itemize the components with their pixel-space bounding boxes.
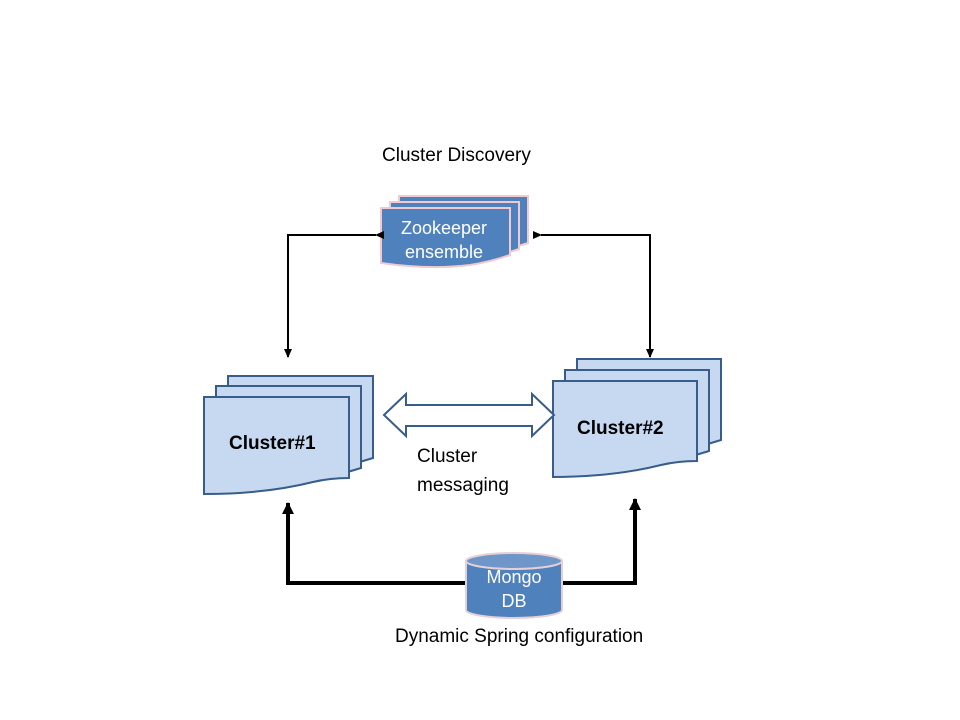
cluster-messaging-label-line2: messaging [417,475,509,496]
config-connector-cluster1 [282,502,466,585]
mongodb-label-line2: DB [501,591,527,611]
cluster1-label: Cluster#1 [229,433,316,454]
dynamic-spring-configuration-caption: Dynamic Spring configuration [395,626,644,647]
discovery-connector-cluster1 [284,231,384,358]
cluster-messaging-label: Cluster messaging [417,442,509,500]
zookeeper-ensemble-node [380,195,529,269]
cluster2-label: Cluster#2 [577,418,664,439]
cluster1-node [203,375,374,496]
discovery-connector-cluster2 [533,231,654,358]
zookeeper-label-line2: ensemble [404,242,484,262]
mongodb-label-line1: Mongo [486,567,542,587]
config-connector-cluster2 [562,498,641,585]
cluster-messaging-arrow [382,391,556,439]
zookeeper-label-line1: Zookeeper [400,218,488,238]
mongodb-label: Mongo DB [466,565,562,613]
cluster-messaging-label-line1: Cluster [417,446,478,467]
cluster-discovery-title: Cluster Discovery [382,145,531,166]
cluster2-node [552,358,722,479]
zookeeper-label: Zookeeper ensemble [385,216,503,264]
mongodb-node [465,552,563,619]
